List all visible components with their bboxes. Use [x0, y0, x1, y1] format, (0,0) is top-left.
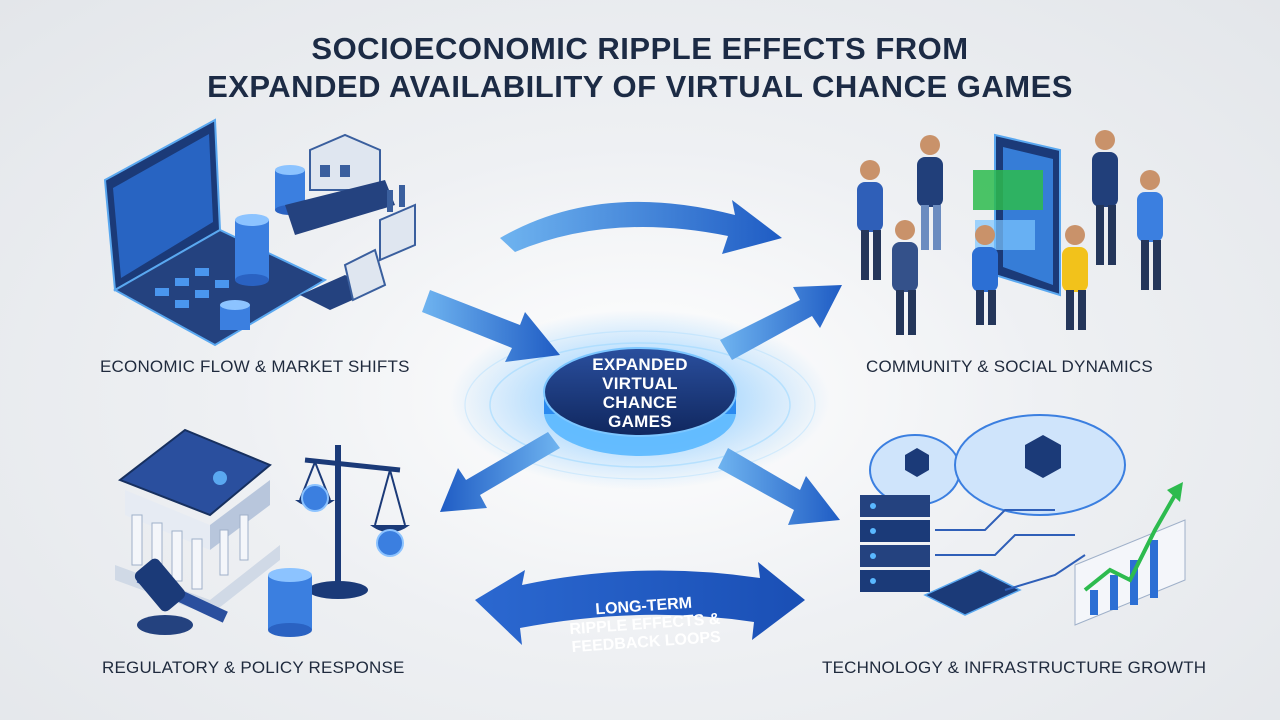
page-title: SOCIOECONOMIC RIPPLE EFFECTS FROM EXPAND… [0, 30, 1280, 106]
arrow-economic-to-center [422, 290, 560, 362]
center-line-4: GAMES [608, 412, 672, 431]
chart-icon [1074, 482, 1186, 626]
people-icon [857, 130, 1163, 335]
coins-icon [268, 568, 312, 637]
arrow-center-to-regulatory [440, 432, 560, 512]
technology-illustration [860, 414, 1186, 626]
title-line-2: EXPANDED AVAILABILITY OF VIRTUAL CHANCE … [207, 69, 1073, 104]
label-technology: TECHNOLOGY & INFRASTRUCTURE GROWTH [822, 658, 1207, 677]
laptop-icon [103, 118, 328, 347]
arrow-center-to-community [720, 285, 842, 360]
label-community: COMMUNITY & SOCIAL DYNAMICS [866, 357, 1153, 376]
scales-icon [295, 445, 410, 599]
center-line-3: CHANCE [602, 393, 678, 412]
gavel-icon [134, 558, 228, 635]
loop-arrow [475, 562, 805, 645]
arrow-top-curve [500, 200, 782, 254]
tablet-icon [973, 133, 1061, 297]
bank-icon [115, 428, 280, 615]
factory-icon [285, 133, 416, 310]
economic-illustration [103, 118, 416, 347]
center-node-label: EXPANDED VIRTUAL CHANCE GAMES [548, 348, 732, 438]
community-illustration [857, 130, 1163, 335]
server-icon [860, 495, 1022, 616]
regulatory-illustration [115, 428, 410, 637]
label-economic: ECONOMIC FLOW & MARKET SHIFTS [100, 357, 410, 376]
center-line-1: EXPANDED [592, 355, 688, 374]
center-line-2: VIRTUAL [602, 374, 678, 393]
arrow-center-to-technology [718, 448, 840, 525]
title-line-1: SOCIOECONOMIC RIPPLE EFFECTS FROM [311, 31, 969, 66]
center-disc [543, 347, 737, 456]
label-regulatory: REGULATORY & POLICY RESPONSE [102, 658, 405, 677]
cloud-icon [869, 414, 1126, 516]
